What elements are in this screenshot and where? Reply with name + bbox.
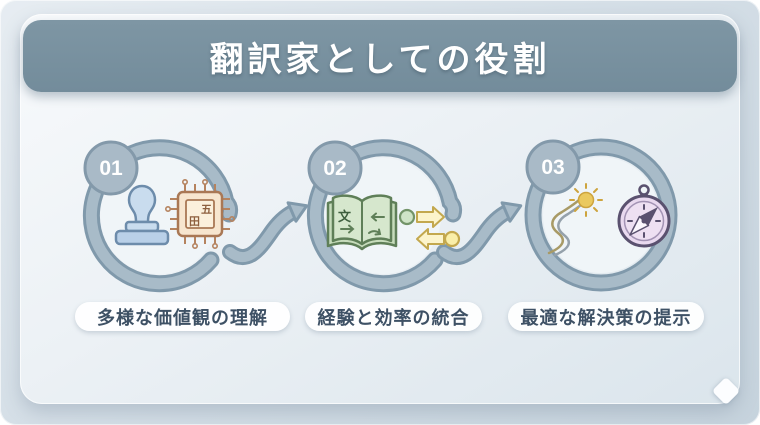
compass-icon (617, 184, 671, 248)
step-badge-2: 02 (307, 140, 363, 196)
step-label-1: 多様な価値観の理解 (75, 302, 290, 331)
chip-glyph-1: 五 (201, 203, 212, 216)
step-badge-1: 01 (83, 140, 139, 196)
title-bar: 翻訳家としての役割 (23, 20, 737, 92)
winding-path-icon (547, 183, 603, 257)
flow-arrow-1 (230, 197, 311, 258)
stamp-icon (114, 184, 170, 246)
step-number-1: 01 (99, 157, 123, 180)
book-icon: 文 (326, 194, 398, 251)
step-label-2: 経験と効率の統合 (305, 302, 482, 331)
exchange-arrows-icon (398, 206, 461, 250)
step-badge-3: 03 (525, 139, 581, 195)
book-char: 文 (338, 209, 352, 224)
step-number-3: 03 (541, 156, 564, 179)
step-number-2: 02 (323, 157, 346, 180)
step-label-3: 最適な解決策の提示 (508, 302, 704, 331)
chip-icon: 五 田 (165, 179, 236, 250)
chip-glyph-2: 田 (189, 215, 200, 228)
page-title: 翻訳家としての役割 (209, 40, 551, 79)
